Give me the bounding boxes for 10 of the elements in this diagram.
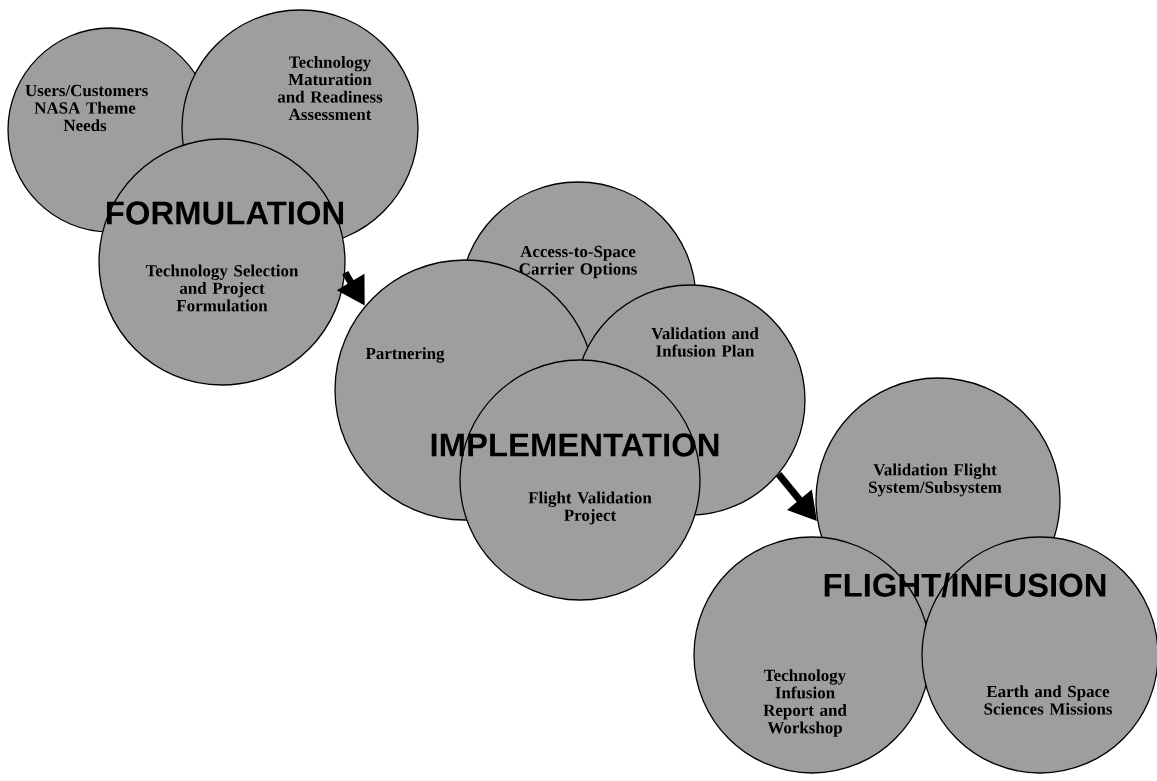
circle-text: Earth and Space Sciences Missions (984, 685, 1113, 715)
circle-text: Technology Selection and Project Formulation (145, 264, 299, 312)
circle-text: Flight Validation Project (528, 491, 652, 525)
circle-text: Users/Customers NASA Theme Needs (25, 84, 148, 132)
circle-text: Validation and Infusion Plan (651, 327, 759, 357)
circle-text: Access-to-Space Carrier Options (519, 245, 637, 279)
circle-text: Validation Flight System/Subsystem (869, 463, 1002, 497)
circle-text: Technology Maturation and Readiness Assessment (277, 55, 383, 121)
circle-text: Technology Infusion Report and Workshop (763, 669, 847, 737)
circle-text: Partnering (365, 347, 445, 363)
